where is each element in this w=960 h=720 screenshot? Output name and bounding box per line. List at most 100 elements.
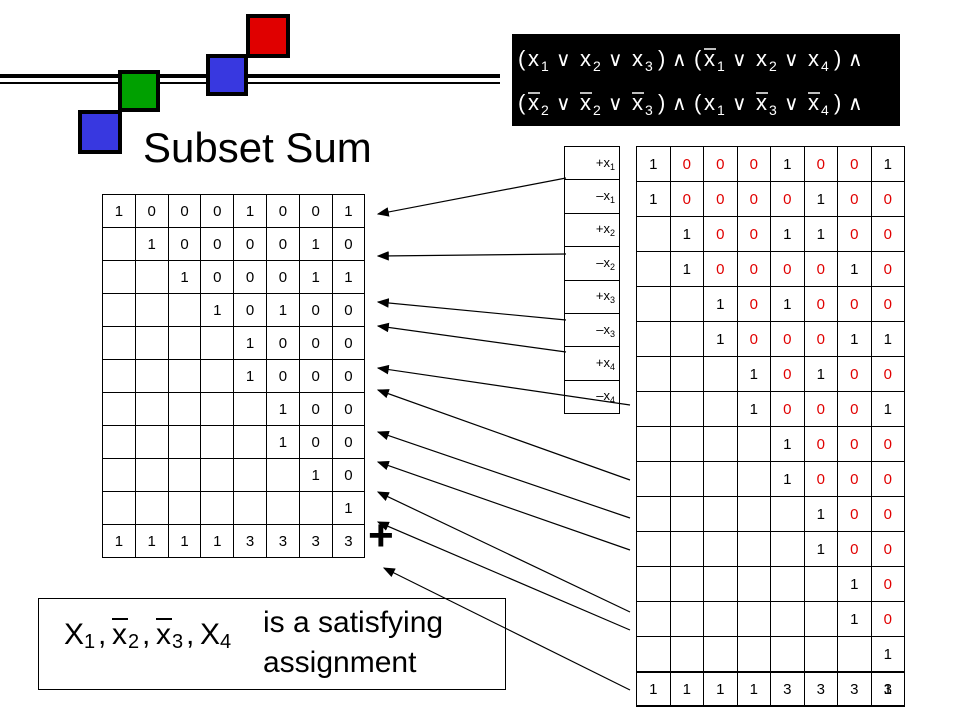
- matrix-cell: [134, 392, 169, 426]
- matrix-cell: 1: [298, 458, 333, 492]
- matrix-cell: 3: [837, 672, 872, 706]
- matrix-cell: 0: [134, 194, 169, 228]
- formula-var: x: [528, 46, 539, 71]
- paren-close: ): [834, 46, 841, 71]
- matrix-cell: 0: [837, 426, 872, 462]
- matrix-cell: 1: [770, 426, 805, 462]
- matrix-cell: 0: [298, 359, 333, 393]
- matrix-cell: 0: [870, 251, 905, 287]
- assignment-comma: ,: [186, 618, 194, 651]
- matrix-cell: 0: [265, 326, 300, 360]
- matrix-cell: [669, 391, 704, 427]
- matrix-cell: 1: [870, 321, 905, 357]
- table-row: 1: [636, 636, 905, 672]
- matrix-cell: [200, 392, 235, 426]
- matrix-cell: [703, 461, 738, 497]
- matrix-cell: [669, 566, 704, 602]
- var-label-row: –x2: [564, 246, 620, 281]
- matrix-cell: 0: [870, 566, 905, 602]
- matrix-cell: 0: [870, 461, 905, 497]
- matrix-cell: 1: [870, 636, 905, 672]
- matrix-cell: [167, 359, 202, 393]
- var-label-row: +x3: [564, 279, 620, 314]
- matrix-cell: 1: [703, 672, 738, 706]
- matrix-cell: 0: [770, 391, 805, 427]
- matrix-cell: 0: [770, 181, 805, 217]
- matrix-cell: [102, 392, 136, 426]
- assignment-comma: ,: [98, 618, 106, 651]
- matrix-cell: 0: [870, 531, 905, 567]
- matrix-cell: [167, 392, 202, 426]
- var-label-subscript: 3: [609, 295, 615, 306]
- matrix-cell: 0: [803, 391, 838, 427]
- var-label-text: +x: [595, 154, 610, 170]
- matrix-cell: 1: [200, 524, 235, 558]
- matrix-cell: 1: [200, 293, 235, 327]
- matrix-cell: 0: [298, 194, 333, 228]
- var-label: –x3: [564, 312, 620, 348]
- var-label-row: –x3: [564, 312, 620, 348]
- connector-arrow: [376, 251, 567, 261]
- matrix-cell: [102, 293, 136, 327]
- matrix-cell: [134, 359, 169, 393]
- formula-subscript: 2: [593, 58, 601, 74]
- blue-square-top: [206, 54, 248, 96]
- matrix-cell: [703, 636, 738, 672]
- var-label-text: –x: [596, 188, 610, 204]
- matrix-cell: [167, 425, 202, 459]
- matrix-cell: 1: [636, 672, 671, 706]
- matrix-cell: [770, 636, 805, 672]
- assignment-var: x: [112, 618, 127, 651]
- header-rule-top: [0, 74, 500, 78]
- matrix-cell: [636, 496, 671, 532]
- matrix-cell: [636, 461, 671, 497]
- matrix-cell: [636, 601, 671, 637]
- matrix-cell: 1: [134, 524, 169, 558]
- var-label: +x4: [564, 346, 620, 381]
- matrix-cell: 3: [298, 524, 333, 558]
- matrix-cell: 1: [669, 216, 704, 252]
- matrix-cell: [298, 491, 333, 525]
- matrix-cell: 0: [736, 216, 771, 252]
- matrix-cell: [200, 425, 235, 459]
- and-symbol: ∧: [672, 47, 687, 71]
- matrix-cell: [736, 636, 771, 672]
- formula-subscript: 2: [541, 102, 549, 118]
- matrix-cell: [669, 531, 704, 567]
- matrix-cell: 1: [770, 286, 805, 322]
- or-symbol: ∨: [732, 47, 747, 71]
- matrix-cell: 0: [331, 227, 366, 261]
- matrix-cell: [703, 496, 738, 532]
- matrix-cell: [134, 260, 169, 294]
- matrix-cell: [669, 496, 704, 532]
- matrix-cell: 0: [736, 146, 771, 182]
- matrix-cell: [636, 531, 671, 567]
- matrix-cell: 1: [331, 194, 366, 228]
- matrix-cell: 0: [803, 146, 838, 182]
- formula-var: x: [756, 90, 767, 115]
- matrix-cell: 0: [803, 251, 838, 287]
- var-label-subscript: 4: [609, 362, 615, 373]
- matrix-cell: 0: [870, 216, 905, 252]
- matrix-cell: 0: [870, 356, 905, 392]
- matrix-cell: 0: [265, 194, 300, 228]
- matrix-cell: 1: [770, 146, 805, 182]
- page-title: Subset Sum: [143, 124, 372, 171]
- matrix-cell: [102, 227, 136, 261]
- formula-subscript: 1: [541, 58, 549, 74]
- var-label-row: +x1: [564, 145, 620, 181]
- matrix-cell: 0: [803, 461, 838, 497]
- matrix-cell: 0: [703, 146, 738, 182]
- var-label-row: –x4: [564, 379, 620, 415]
- matrix-cell: 0: [870, 426, 905, 462]
- matrix-cell: 0: [837, 531, 872, 567]
